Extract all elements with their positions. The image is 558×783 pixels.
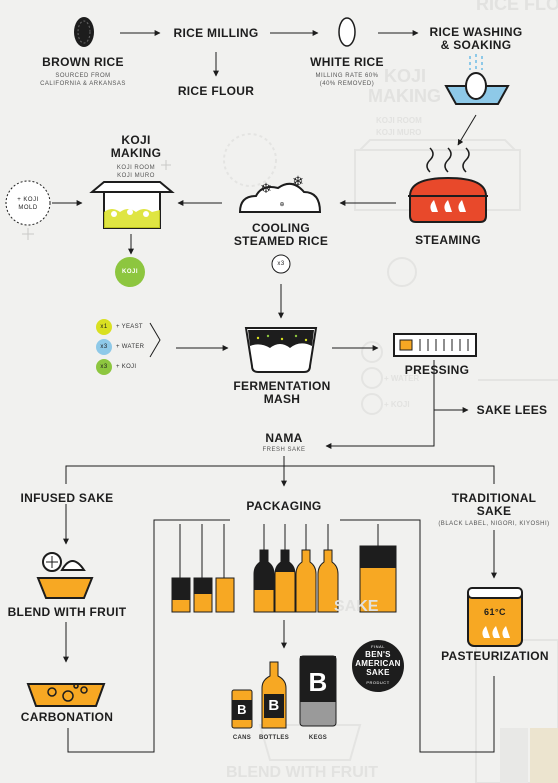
bottle-brand-letter: B: [268, 697, 280, 714]
koji-badge: x3: [100, 364, 108, 370]
ghost-blend: BLEND WITH FRUIT: [226, 764, 378, 781]
steaming-pot-icon: [408, 147, 488, 223]
blend-bowl-icon: [36, 552, 94, 599]
ghost-koji-ingredient: + KOJI: [384, 400, 410, 409]
brown-rice-source-line1: SOURCED FROM: [55, 73, 111, 79]
milling-rate-label: MILLING RATE 60%: [315, 73, 379, 79]
koji-muro-label: KOJI MURO: [117, 173, 155, 179]
x3-badge-label: x3: [277, 261, 285, 267]
brown-rice-label: BROWN RICE: [42, 55, 124, 69]
can-brand-letter: B: [237, 702, 247, 717]
carbonation-bowl-icon: [26, 683, 106, 707]
final-can-icon: [231, 689, 253, 729]
packaging-label: PACKAGING: [246, 499, 322, 513]
koji-ball-icon: [115, 257, 145, 287]
fermentation-label-line1: FERMENTATION: [233, 379, 331, 393]
water-badge: x3: [100, 344, 108, 350]
rice-milling-label: RICE MILLING: [173, 26, 259, 40]
washing-label-line1: RICE WASHING: [429, 25, 523, 39]
white-rice-icon: [338, 17, 356, 47]
pasteurization-label: PASTEURIZATION: [441, 649, 549, 663]
final-bottle-icon: [261, 661, 287, 729]
koji-making-label-line2: MAKING: [110, 146, 162, 160]
kegs-label: KEGS: [308, 735, 328, 741]
cooling-rice-icon: ⊕ ❄ ❄: [238, 174, 322, 213]
steaming-label: STEAMING: [415, 233, 481, 247]
yeast-label: + YEAST: [116, 324, 143, 330]
seal-top-text: FINAL: [371, 644, 385, 649]
koji-ingredient-label: + KOJI: [116, 364, 137, 370]
rice-flour-label: RICE FLOUR: [177, 84, 255, 98]
final-keg-icon: [299, 655, 337, 727]
koji-mold-label-line2: MOLD: [18, 205, 38, 211]
koji-room-label: KOJI ROOM: [116, 165, 156, 171]
blend-label: BLEND WITH FRUIT: [7, 605, 127, 619]
koji-mold-icon: [5, 180, 51, 226]
ghost-koji-room: KOJI ROOM: [376, 116, 422, 125]
cooling-label-line1: COOLING: [251, 221, 311, 235]
decor-plus-marks: [22, 160, 171, 240]
fermentation-label-line2: MASH: [263, 392, 301, 406]
koji-circle-label: KOJI: [121, 269, 138, 275]
flow-arrows: [52, 30, 497, 753]
carbonation-label: CARBONATION: [20, 710, 114, 724]
packaging-line: [179, 524, 379, 578]
traditional-label-line1: TRADITIONAL: [451, 491, 537, 505]
final-product-seal: [352, 640, 404, 692]
sake-lees-label: SAKE LEES: [476, 403, 548, 417]
seal-line1: BEN'S: [365, 650, 391, 659]
seal-line3: SAKE: [366, 668, 390, 677]
pressing-label: PRESSING: [404, 363, 470, 377]
ghost-koji-muro: KOJI MURO: [376, 128, 422, 137]
washing-label-line2: & SOAKING: [440, 38, 512, 52]
koji-mold-label-line1: + KOJI: [17, 197, 39, 203]
infused-sake-label: INFUSED SAKE: [20, 491, 114, 505]
ghost-water: + WATER: [384, 374, 420, 383]
svg-text:❄: ❄: [260, 181, 272, 197]
temperature-label: 61°C: [483, 607, 507, 617]
koji-box-icon: [89, 181, 175, 229]
brown-rice-icon: [74, 17, 94, 47]
brown-rice-source-line2: CALIFORNIA & ARKANSAS: [40, 81, 126, 87]
seal-line2: AMERICAN: [355, 659, 401, 668]
traditional-sub-label: (BLACK LABEL, NIGORI, KIYOSHI): [438, 521, 550, 527]
ghost-koji: KOJI: [384, 66, 427, 86]
can-icons: [171, 577, 235, 613]
keg-icon: [359, 545, 397, 613]
yeast-badge: x1: [100, 324, 108, 330]
ghost-making: MAKING: [368, 86, 441, 106]
seal-bottom-text: PRODUCT: [366, 680, 390, 685]
svg-text:⊕: ⊕: [279, 202, 284, 208]
traditional-label-line2: SAKE: [476, 504, 512, 518]
white-rice-label: WHITE RICE: [310, 55, 384, 69]
pasteurization-tank-icon: [467, 587, 523, 647]
ingredient-circles: [96, 319, 112, 375]
svg-text:❄: ❄: [292, 174, 304, 190]
koji-making-label-line1: KOJI: [121, 133, 151, 147]
ghost-rice-flour: RICE FLO: [476, 0, 558, 14]
nama-label: NAMA: [265, 431, 303, 445]
nama-sub-label: FRESH SAKE: [262, 447, 306, 453]
washing-bowl-icon: [444, 54, 510, 105]
press-icon: [393, 333, 477, 357]
cooling-label-line2: STEAMED RICE: [233, 234, 329, 248]
keg-brand-letter: B: [308, 667, 328, 697]
water-label: + WATER: [116, 344, 145, 350]
fermentation-tank-icon: [244, 327, 318, 373]
ghost-sake: SAKE: [334, 598, 379, 615]
bottle-icons: [253, 549, 339, 613]
x3-badge-icon: [271, 254, 291, 274]
removed-label: (40% REMOVED): [319, 81, 375, 87]
cans-label: CANS: [232, 735, 252, 741]
bottles-label: BOTTLES: [258, 735, 290, 741]
